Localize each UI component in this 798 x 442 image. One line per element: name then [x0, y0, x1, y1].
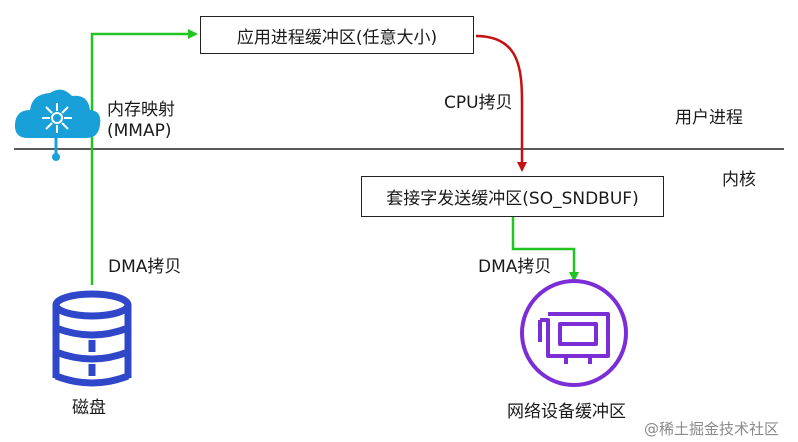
cpu-copy-label: CPU拷贝: [444, 93, 513, 113]
dma-copy-left-label: DMA拷贝: [108, 257, 182, 277]
arrow-dma-to-nic: [511, 216, 579, 282]
socket-buffer-box: 套接字发送缓冲区(SO_SNDBUF): [361, 176, 664, 217]
dma-copy-right-label: DMA拷贝: [478, 257, 552, 277]
kernel-label: 内核: [722, 170, 756, 190]
arrow-cpu-copy: [475, 34, 527, 172]
cloud-network-icon: [14, 89, 101, 161]
user-process-label: 用户进程: [675, 108, 743, 128]
mmap-label-line2: (MMAP): [107, 121, 172, 142]
arrow-disk-to-user-buffer: [90, 29, 198, 285]
network-card-icon: [520, 279, 628, 387]
user-buffer-box: 应用进程缓冲区(任意大小): [200, 16, 474, 54]
database-icon: [52, 290, 132, 387]
mmap-label-line1: 内存映射: [107, 100, 175, 120]
watermark: @稀土掘金技术社区: [644, 420, 780, 438]
mmap-label: 内存映射 (MMAP): [107, 100, 175, 143]
nic-buffer-label: 网络设备缓冲区: [507, 402, 626, 422]
disk-label: 磁盘: [72, 398, 106, 418]
